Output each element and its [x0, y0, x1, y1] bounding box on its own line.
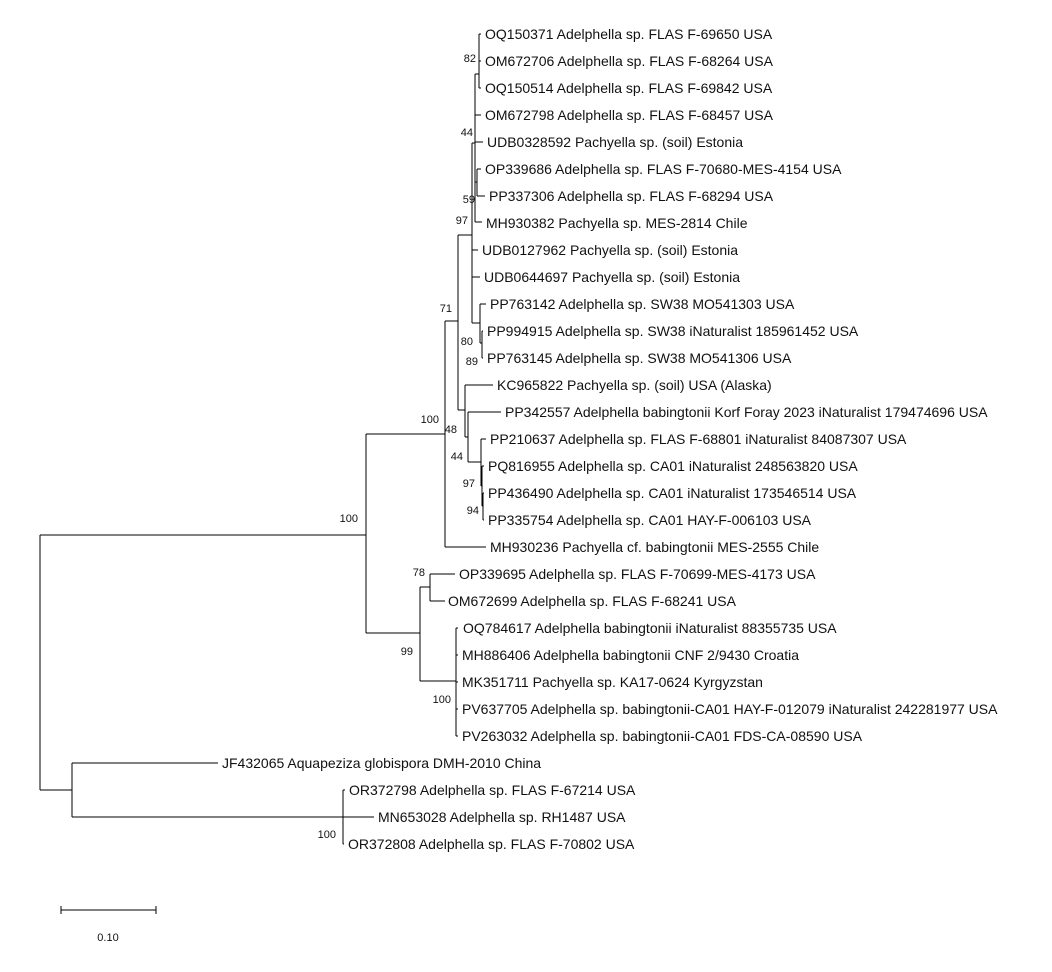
leaf-label: OR372808 Adelphella sp. FLAS F-70802 USA [348, 836, 635, 852]
scale-bar-label: 0.10 [97, 932, 118, 944]
leaf-label: PP342557 Adelphella babingtonii Korf For… [505, 404, 988, 420]
leaf-label: PQ816955 Adelphella sp. CA01 iNaturalist… [488, 458, 858, 474]
bootstrap-value: 78 [413, 567, 425, 579]
leaf-label: MH930236 Pachyella cf. babingtonii MES-2… [490, 539, 819, 555]
leaf-label: OP339695 Adelphella sp. FLAS F-70699-MES… [459, 566, 816, 582]
leaf-label: OR372798 Adelphella sp. FLAS F-67214 USA [349, 782, 636, 798]
leaf-label: MH930382 Pachyella sp. MES-2814 Chile [486, 215, 748, 231]
bootstrap-value: 89 [466, 356, 478, 368]
leaf-label: UDB0328592 Pachyella sp. (soil) Estonia [487, 134, 743, 150]
bootstrap-value: 44 [451, 451, 463, 463]
leaf-label: PP337306 Adelphella sp. FLAS F-68294 USA [489, 188, 774, 204]
bootstrap-value: 44 [461, 127, 473, 139]
bootstrap-value: 100 [318, 829, 336, 841]
bootstrap-value: 97 [456, 215, 468, 227]
leaf-label: PP763145 Adelphella sp. SW38 MO541306 US… [487, 350, 792, 366]
leaf-label: OQ150514 Adelphella sp. FLAS F-69842 USA [485, 80, 773, 96]
bootstrap-value: 48 [445, 424, 457, 436]
leaf-label: PV637705 Adelphella sp. babingtonii-CA01… [462, 701, 998, 717]
leaf-label: UDB0127962 Pachyella sp. (soil) Estonia [482, 242, 738, 258]
leaf-label: OM672699 Adelphella sp. FLAS F-68241 USA [448, 593, 737, 609]
bootstrap-value: 80 [461, 336, 473, 348]
leaf-label: OQ150371 Adelphella sp. FLAS F-69650 USA [485, 26, 773, 42]
bootstrap-value: 97 [463, 478, 475, 490]
scale-bar: 0.10 [60, 906, 157, 944]
leaf-label: MH886406 Adelphella babingtonii CNF 2/94… [462, 647, 799, 663]
leaf-label: PP763142 Adelphella sp. SW38 MO541303 US… [490, 296, 795, 312]
leaf-label: JF432065 Aquapeziza globispora DMH-2010 … [222, 755, 541, 771]
leaf-label: PP436490 Adelphella sp. CA01 iNaturalist… [488, 485, 857, 501]
bootstrap-value: 82 [464, 53, 476, 65]
leaf-label: MN653028 Adelphella sp. RH1487 USA [378, 809, 626, 825]
leaf-label: KC965822 Pachyella sp. (soil) USA (Alask… [497, 377, 772, 393]
leaf-label: MK351711 Pachyella sp. KA17-0624 Kyrgyzs… [462, 674, 763, 690]
bootstrap-value: 94 [467, 505, 479, 517]
leaf-label: PV263032 Adelphella sp. babingtonii-CA01… [462, 728, 863, 744]
leaf-label: OQ784617 Adelphella babingtonii iNatural… [463, 620, 837, 636]
bootstrap-value: 99 [401, 646, 413, 658]
leaf-label: UDB0644697 Pachyella sp. (soil) Estonia [484, 269, 740, 285]
leaf-label: PP210637 Adelphella sp. FLAS F-68801 iNa… [490, 431, 907, 447]
leaf-labels: OQ150371 Adelphella sp. FLAS F-69650 USA… [222, 26, 998, 852]
leaf-label: PP335754 Adelphella sp. CA01 HAY-F-00610… [488, 512, 812, 528]
bootstrap-value: 100 [433, 694, 451, 706]
bootstrap-value: 100 [421, 414, 439, 426]
leaf-label: OM672798 Adelphella sp. FLAS F-68457 USA [485, 107, 774, 123]
bootstrap-value: 59 [463, 194, 475, 206]
leaf-label: OM672706 Adelphella sp. FLAS F-68264 USA [485, 53, 774, 69]
tree-branches [39, 33, 501, 845]
bootstrap-value: 71 [440, 303, 452, 315]
bootstrap-value: 100 [340, 513, 358, 525]
leaf-label: OP339686 Adelphella sp. FLAS F-70680-MES… [485, 161, 842, 177]
bootstrap-values: 82 44 59 97 71 80 89 100 48 44 97 94 100… [318, 53, 479, 841]
leaf-label: PP994915 Adelphella sp. SW38 iNaturalist… [487, 323, 859, 339]
